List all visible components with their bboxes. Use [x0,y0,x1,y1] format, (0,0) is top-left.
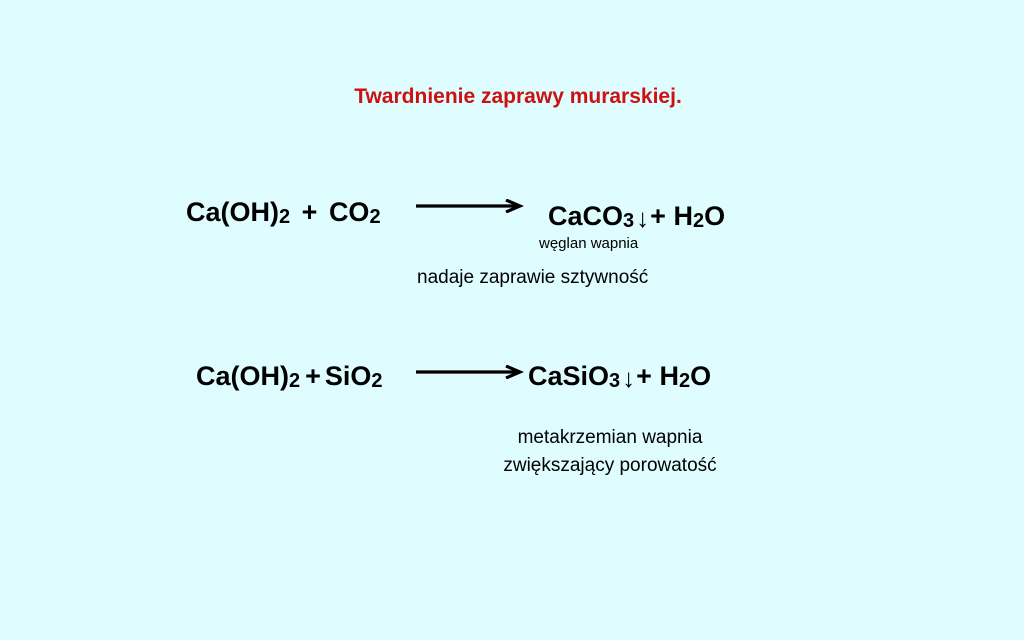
slide-title: Twardnienie zaprawy murarskiej. [354,85,682,108]
reaction2-note-line1: metakrzemian wapnia [517,427,703,448]
reaction2-note-line2: zwiększający porowatość [503,455,717,476]
reaction1-reactants: Ca(OH)2 + CO2 [186,196,381,228]
reaction1-plus2: + [650,201,666,231]
reaction2-reactants: Ca(OH)2+SiO2 [196,360,383,392]
reaction1-arrow-icon [416,199,524,213]
reaction1-note: nadaje zaprawie sztywność [417,267,649,288]
reaction2-reactant2: SiO2 [324,361,383,392]
reaction1-product2: H2O [673,201,726,232]
reaction2-products: CaSiO3↓+ H2O [528,360,712,393]
reaction1-reactant2: CO2 [328,197,381,228]
reaction2-plus2: + [636,361,652,391]
reaction2-plus1: + [305,361,321,391]
reaction1-reactant1: Ca(OH)2 [186,197,291,228]
reaction2-product1: CaSiO3 [528,361,621,392]
reaction1-products: CaCO3↓+ H2O [548,200,726,233]
reaction2-precipitate-arrow-icon: ↓ [622,363,636,393]
reaction1-product1: CaCO3 [548,201,635,232]
reaction1-plus1: + [301,197,318,227]
reaction2-reactant1: Ca(OH)2 [196,361,301,392]
reaction1-precipitate-arrow-icon: ↓ [636,203,650,233]
reaction2-note: metakrzemian wapnia zwiększający porowat… [460,424,760,480]
reaction1-product-label: węglan wapnia [539,235,639,252]
reaction2-arrow-icon [416,365,524,379]
reaction2-product2: H2O [659,361,712,392]
